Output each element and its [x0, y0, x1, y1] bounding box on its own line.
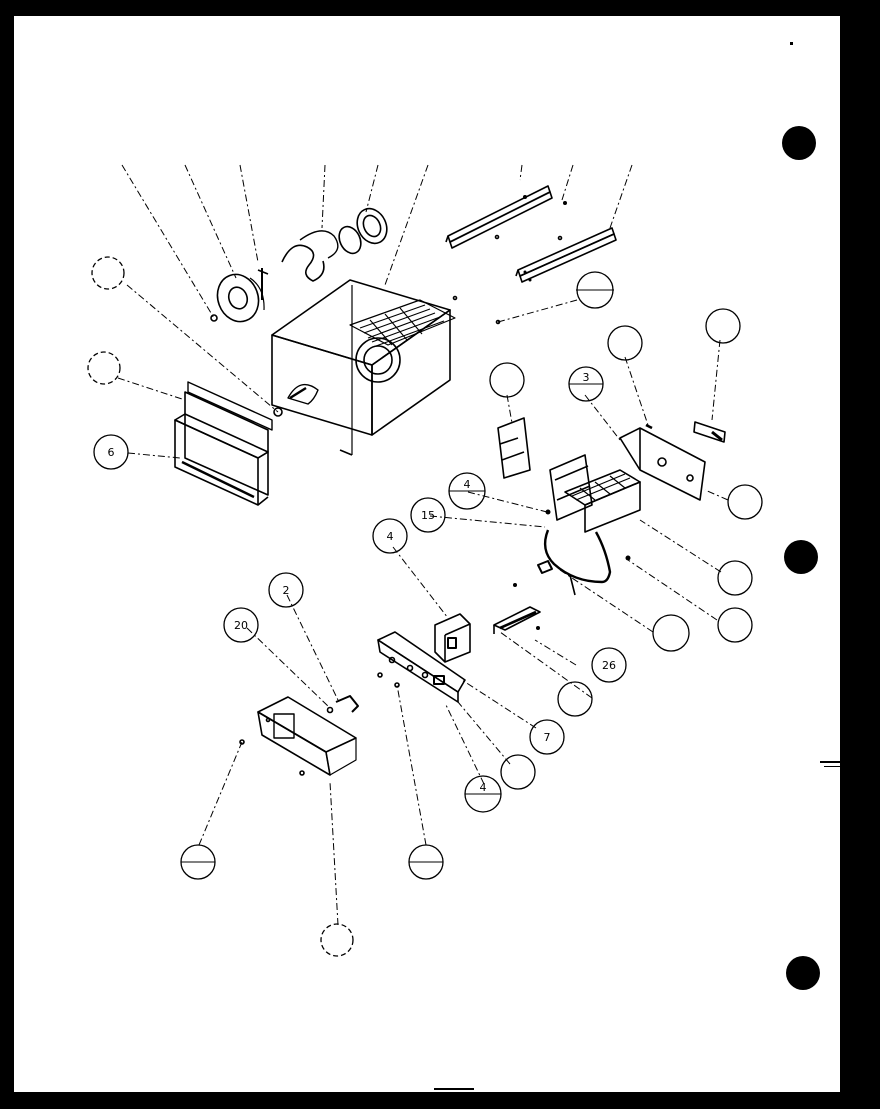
edge-mark	[790, 42, 793, 45]
hardware-dots	[513, 195, 631, 630]
diagram-sheet: 6 3 4 15 4 2 20 26 7 4	[14, 16, 840, 1092]
binder-hole	[782, 126, 816, 160]
exploded-parts-diagram: 6 3 4 15 4 2 20 26 7 4	[87, 164, 763, 957]
callout-label: 7	[544, 731, 551, 744]
callout-label: 3	[583, 371, 590, 384]
edge-mark	[434, 1088, 474, 1090]
spring-clip	[326, 695, 359, 714]
callout-label: 2	[283, 584, 290, 597]
callout-label: 4	[480, 781, 487, 794]
auger-motor-parts	[210, 207, 388, 417]
slide-rails	[445, 185, 617, 325]
front-cover-panels	[174, 381, 273, 506]
edge-mark	[820, 761, 840, 763]
edge-mark	[824, 766, 840, 767]
mounting-plate	[377, 631, 466, 703]
binder-hole	[784, 540, 818, 574]
bracket	[497, 417, 531, 479]
callout-label: 6	[108, 446, 115, 459]
callout-label: 20	[234, 619, 248, 632]
fill-tube	[537, 529, 612, 596]
callout-label: 4	[387, 530, 394, 543]
binder-hole	[786, 956, 820, 990]
callout-label: 4	[464, 478, 471, 491]
callout-labels: 6 3 4 15 4 2 20 26 7 4	[108, 371, 617, 794]
callout-label: 15	[421, 509, 435, 522]
callout-circles	[87, 256, 763, 957]
clip-part	[493, 606, 541, 634]
leader-lines	[117, 164, 729, 926]
control-switch	[434, 613, 471, 663]
ice-bucket-housing	[271, 279, 456, 456]
ice-maker-assembly	[549, 421, 726, 533]
cover-box	[239, 696, 357, 776]
callout-label: 26	[602, 659, 616, 672]
